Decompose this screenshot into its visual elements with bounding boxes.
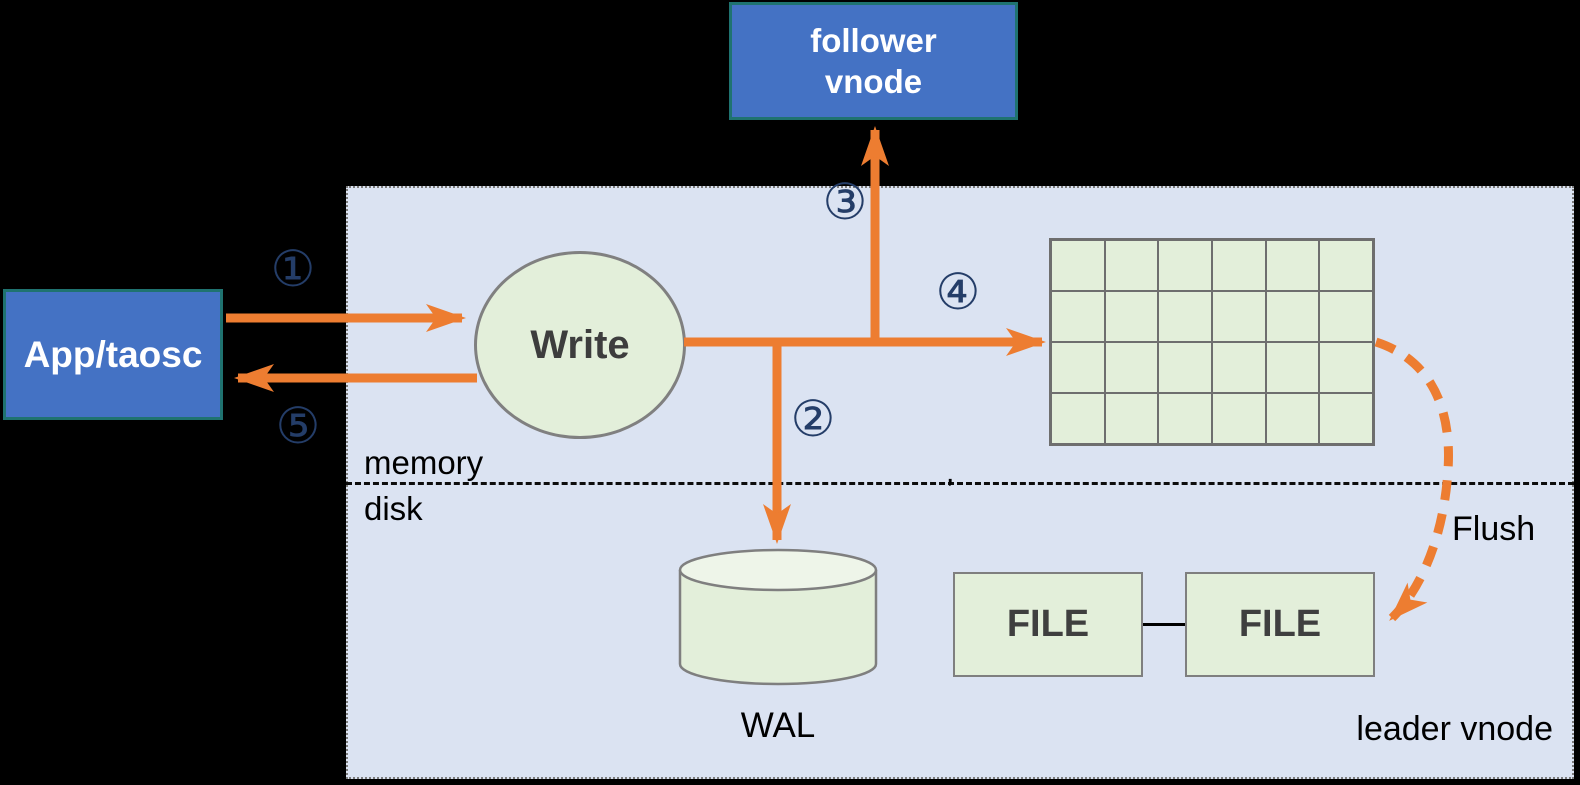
step-4-badge: ④ xyxy=(935,263,981,321)
file-connector-line xyxy=(1141,623,1187,626)
step-3-badge: ③ xyxy=(822,173,868,231)
memtable-cell xyxy=(1158,240,1212,291)
divider-comma-mark: , xyxy=(946,456,955,489)
memtable-cell xyxy=(1158,342,1212,393)
app-taosc-node: App/taosc xyxy=(3,289,223,420)
memtable-cell xyxy=(1265,393,1320,444)
memtable-cell xyxy=(1158,291,1212,342)
follower-vnode-node: follower vnode xyxy=(729,2,1018,120)
memtable-cell xyxy=(1104,393,1159,444)
memtable-cell xyxy=(1265,240,1320,291)
memory-zone-label: memory xyxy=(364,444,484,481)
memtable-cell xyxy=(1051,342,1105,393)
step-1-badge: ① xyxy=(270,240,316,298)
memtable-cell xyxy=(1319,393,1373,444)
file-right-label: FILE xyxy=(1238,603,1322,645)
memtable-cell xyxy=(1265,291,1320,342)
wal-cylinder-icon xyxy=(678,548,878,686)
memtable-cell xyxy=(1212,342,1266,393)
memtable-cell xyxy=(1158,393,1212,444)
memtable-cell xyxy=(1212,291,1266,342)
step-5-badge: ⑤ xyxy=(275,397,321,455)
memtable-cell xyxy=(1265,342,1320,393)
write-label: Write xyxy=(530,322,630,367)
memtable-cell xyxy=(1319,240,1373,291)
memtable-cell xyxy=(1319,291,1373,342)
wal-label: WAL xyxy=(740,706,816,745)
file-box-left: FILE xyxy=(953,572,1143,677)
follower-vnode-label-line2: vnode xyxy=(824,63,923,100)
follower-vnode-label-line1: follower xyxy=(810,21,937,59)
memtable-cell xyxy=(1212,393,1266,444)
flush-label: Flush xyxy=(1452,510,1536,548)
file-left-label: FILE xyxy=(1006,603,1090,645)
app-taosc-label: App/taosc xyxy=(23,333,203,375)
step-2-badge: ② xyxy=(790,390,836,448)
memtable-cell xyxy=(1104,240,1159,291)
memory-disk-divider xyxy=(346,482,1574,485)
memtable-cell xyxy=(1212,240,1266,291)
memtable-grid xyxy=(1049,238,1375,446)
disk-zone-label: disk xyxy=(364,490,423,527)
write-process-node: Write xyxy=(474,251,686,439)
memtable-cell xyxy=(1104,342,1159,393)
memtable-cell xyxy=(1051,291,1105,342)
memtable-cell xyxy=(1319,342,1373,393)
file-box-right: FILE xyxy=(1185,572,1375,677)
memtable-cell xyxy=(1051,240,1105,291)
leader-vnode-label: leader vnode xyxy=(1356,710,1553,748)
memtable-cell xyxy=(1051,393,1105,444)
memtable-cell xyxy=(1104,291,1159,342)
